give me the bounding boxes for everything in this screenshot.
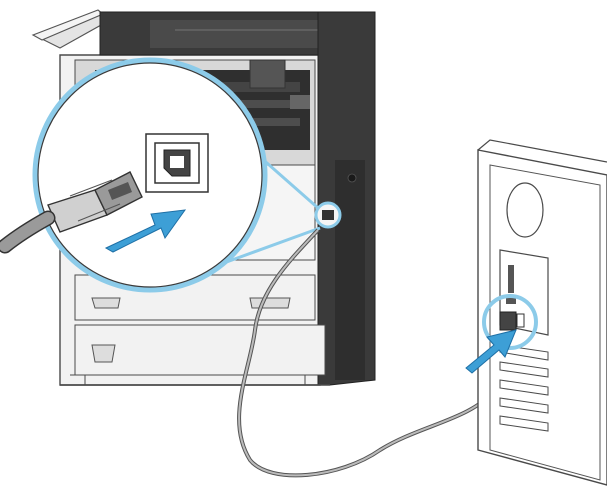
usb-port-icon	[145, 133, 209, 193]
usb-port-callout	[0, 57, 321, 293]
computer-tower-icon	[477, 139, 607, 486]
computer-usb-port-icon	[482, 294, 538, 350]
computer-arrow-icon	[465, 329, 517, 374]
printer-usb-port-icon	[314, 201, 342, 229]
arrow-icon	[104, 209, 187, 253]
usb-cable-icon	[0, 171, 143, 254]
